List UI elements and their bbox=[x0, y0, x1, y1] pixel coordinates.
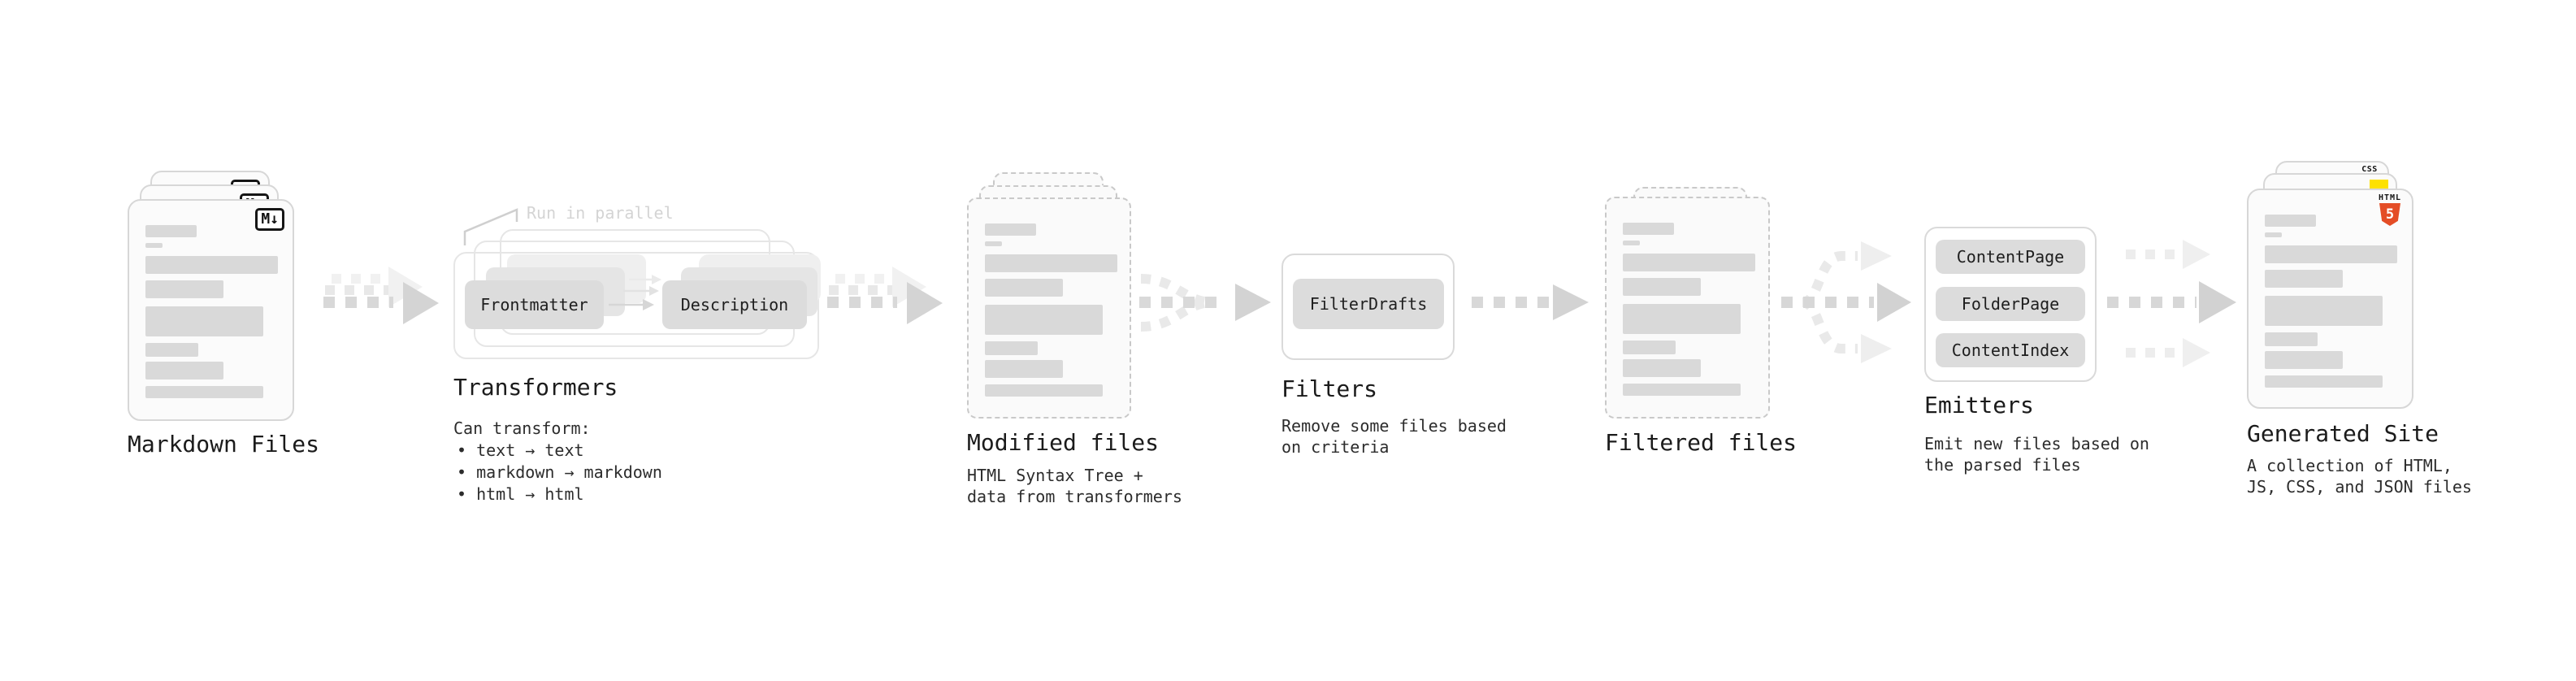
placeholder-bar bbox=[985, 223, 1036, 236]
stage-title-filters: Filters bbox=[1281, 375, 1378, 402]
placeholder-bar bbox=[145, 362, 223, 380]
triple-arrow-icon bbox=[2107, 240, 2236, 367]
desc-line: JS, CSS, and JSON files bbox=[2247, 477, 2472, 497]
placeholder-bar bbox=[2265, 351, 2343, 369]
stage-title-generated-site: Generated Site bbox=[2247, 420, 2439, 447]
stacked-arrow-icon bbox=[323, 267, 439, 324]
placeholder-bar bbox=[145, 280, 223, 298]
placeholder-bar bbox=[1623, 340, 1676, 354]
html5-badge-label: HTML bbox=[2378, 193, 2402, 202]
placeholder-bar bbox=[2265, 215, 2316, 227]
placeholder-bar bbox=[2265, 270, 2343, 288]
placeholder-bar bbox=[2265, 245, 2397, 263]
js-badge-icon bbox=[2370, 180, 2388, 189]
desc-line: Can transform: bbox=[453, 419, 591, 438]
filterdrafts-pill: FilterDrafts bbox=[1293, 279, 1444, 329]
placeholder-bar bbox=[1623, 278, 1701, 296]
desc-line: on criteria bbox=[1281, 437, 1390, 457]
stage-title-emitters: Emitters bbox=[1924, 392, 2034, 419]
placeholder-bar bbox=[1623, 241, 1640, 245]
dashed-file-card-front bbox=[1605, 197, 1770, 419]
placeholder-bar bbox=[145, 225, 197, 237]
placeholder-bar bbox=[1623, 359, 1701, 377]
placeholder-bar bbox=[145, 256, 278, 274]
placeholder-bar bbox=[145, 386, 263, 398]
placeholder-bar bbox=[985, 384, 1103, 397]
doc-placeholder-bars bbox=[2265, 190, 2397, 388]
contentindex-pill: ContentIndex bbox=[1936, 333, 2085, 367]
desc-bullet: • markdown → markdown bbox=[457, 462, 662, 482]
annotation-leader-line-icon bbox=[463, 208, 518, 245]
stage-title-modified-files: Modified files bbox=[967, 429, 1160, 456]
desc-line: data from transformers bbox=[967, 487, 1182, 506]
placeholder-bar bbox=[145, 306, 263, 336]
transformers-description: Can transform: • text → text • markdown … bbox=[453, 418, 662, 505]
stacked-arrow-icon bbox=[827, 267, 943, 324]
desc-bullet: • html → html bbox=[457, 484, 584, 504]
dashed-arrow-icon bbox=[1472, 284, 1589, 320]
filters-description: Remove some files based on criteria bbox=[1281, 415, 1507, 458]
placeholder-bar bbox=[145, 243, 163, 248]
placeholder-bar bbox=[985, 341, 1038, 355]
merge-arrow-icon bbox=[1139, 274, 1271, 332]
desc-line: A collection of HTML, bbox=[2247, 456, 2452, 475]
html5-badge-icon: HTML 5 bbox=[2376, 193, 2404, 226]
placeholder-bar bbox=[985, 279, 1063, 297]
transformer-layer-front bbox=[453, 252, 819, 359]
placeholder-bar bbox=[145, 343, 198, 357]
placeholder-bar bbox=[985, 360, 1063, 378]
generated-site-description: A collection of HTML, JS, CSS, and JSON … bbox=[2247, 455, 2472, 497]
split-arrow-icon bbox=[1781, 241, 1911, 363]
doc-placeholder-bars bbox=[985, 199, 1117, 397]
desc-line: HTML Syntax Tree + bbox=[967, 466, 1143, 485]
file-card-front: M↓ bbox=[128, 199, 294, 421]
doc-placeholder-bars bbox=[1623, 198, 1755, 396]
desc-bullet: • text → text bbox=[457, 440, 584, 460]
doc-placeholder-bars bbox=[145, 201, 278, 398]
desc-line: the parsed files bbox=[1924, 455, 2081, 475]
modified-files-description: HTML Syntax Tree + data from transformer… bbox=[967, 465, 1182, 507]
placeholder-bar bbox=[2265, 332, 2318, 346]
placeholder-bar bbox=[1623, 254, 1755, 271]
placeholder-bar bbox=[1623, 384, 1741, 396]
contentpage-pill: ContentPage bbox=[1936, 240, 2085, 274]
placeholder-bar bbox=[985, 305, 1103, 335]
dashed-file-card-front bbox=[967, 197, 1131, 419]
stage-title-transformers: Transformers bbox=[453, 374, 618, 401]
placeholder-bar bbox=[1623, 223, 1674, 235]
css-badge-label: CSS bbox=[2361, 165, 2378, 174]
placeholder-bar bbox=[2265, 296, 2383, 326]
desc-line: Remove some files based bbox=[1281, 416, 1507, 436]
placeholder-bar bbox=[2265, 232, 2282, 237]
transform-arrow-icon bbox=[609, 299, 654, 310]
file-card-front: HTML 5 bbox=[2247, 189, 2413, 409]
markdown-badge-icon: M↓ bbox=[255, 208, 284, 231]
placeholder-bar bbox=[985, 254, 1117, 272]
html5-number: 5 bbox=[2385, 206, 2395, 223]
frontmatter-pill: Frontmatter bbox=[465, 280, 604, 329]
emitters-description: Emit new files based on the parsed files bbox=[1924, 433, 2149, 475]
transform-arrow-icon bbox=[623, 286, 659, 296]
desc-line: Emit new files based on bbox=[1924, 434, 2149, 453]
placeholder-bar bbox=[2265, 375, 2383, 388]
folderpage-pill: FolderPage bbox=[1936, 287, 2085, 321]
run-in-parallel-annotation: Run in parallel bbox=[527, 203, 674, 223]
description-pill: Description bbox=[662, 280, 807, 329]
transform-arrow-icon bbox=[629, 275, 661, 284]
stage-title-filtered-files: Filtered files bbox=[1605, 429, 1798, 456]
stage-title-markdown-files: Markdown Files bbox=[128, 431, 320, 458]
placeholder-bar bbox=[985, 241, 1002, 246]
placeholder-bar bbox=[1623, 304, 1741, 334]
